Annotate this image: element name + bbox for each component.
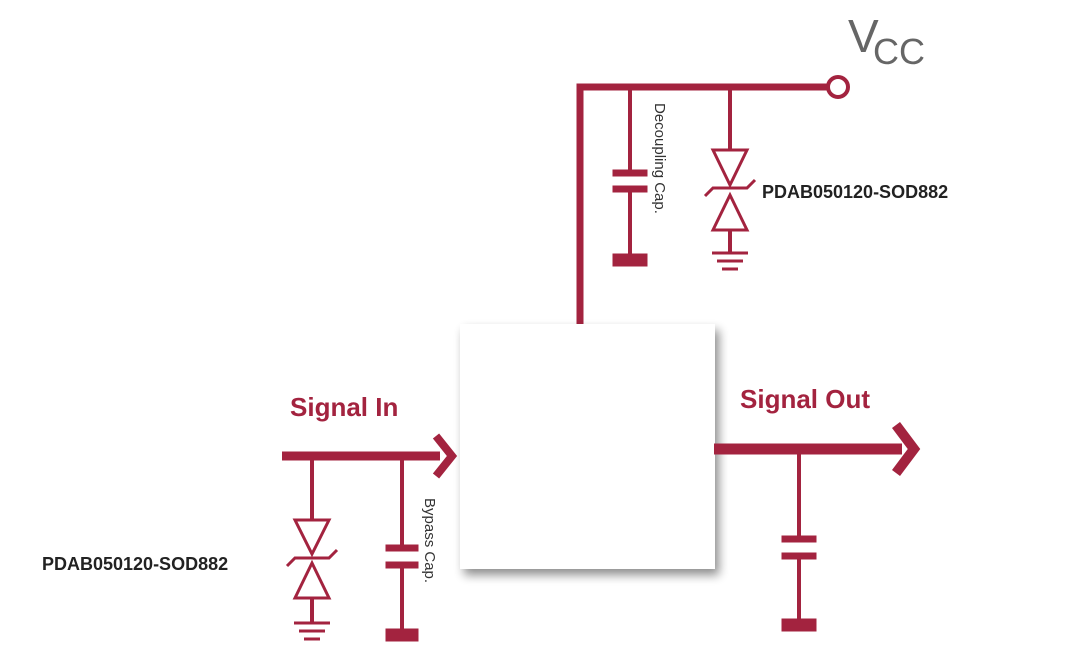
tvs-diode-bottom	[285, 456, 339, 641]
signal-in-label: Signal In	[290, 392, 398, 422]
ic-block	[460, 324, 715, 569]
vcc-terminal	[826, 75, 850, 99]
decoupling-capacitor	[612, 87, 648, 267]
signal-out-label: Signal Out	[740, 384, 870, 414]
vcc-rail	[576, 83, 830, 324]
signal-out-arrow	[892, 422, 921, 476]
bypass-capacitor	[385, 456, 419, 642]
decoupling-cap-label: Decoupling Cap.	[651, 103, 668, 214]
tvs-part-label-top: PDAB050120-SOD882	[762, 182, 948, 202]
vcc-label-cc: CC	[873, 31, 925, 72]
tvs-diode-top	[703, 87, 757, 271]
bypass-cap-label: Bypass Cap.	[421, 498, 438, 583]
output-capacitor	[781, 449, 817, 632]
vcc-label-v: V	[848, 10, 879, 62]
tvs-part-label-bottom: PDAB050120-SOD882	[42, 554, 228, 574]
signal-in-arrow	[432, 433, 458, 479]
